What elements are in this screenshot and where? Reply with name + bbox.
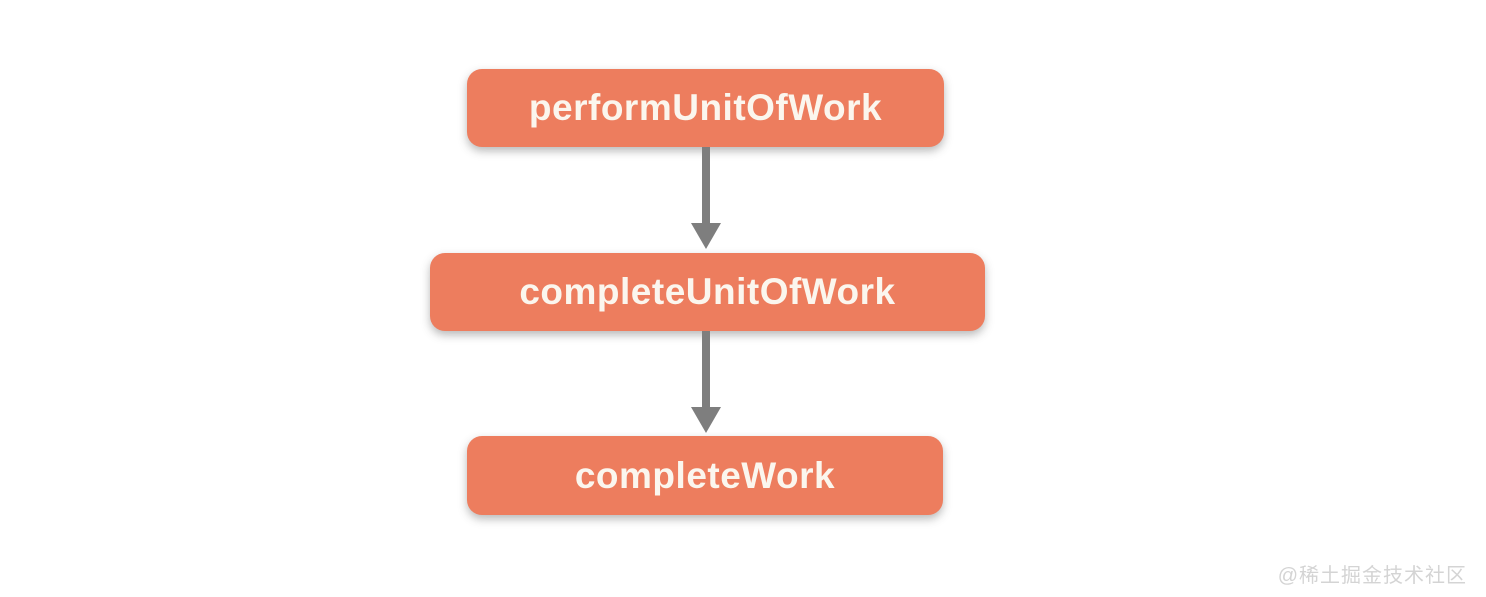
flow-node-complete-unit-of-work: completeUnitOfWork xyxy=(430,253,985,331)
watermark: @稀土掘金技术社区 xyxy=(1277,565,1467,587)
arrow-down-icon xyxy=(691,407,721,433)
node-label-complete-work: completeWork xyxy=(574,454,836,496)
arrow-shaft xyxy=(702,331,710,408)
flow-node-perform-unit-of-work: performUnitOfWork xyxy=(467,69,944,147)
node-label-perform-unit-of-work: performUnitOfWork xyxy=(528,87,883,128)
flow-arrow-2 xyxy=(691,331,721,433)
arrow-shaft xyxy=(702,147,710,224)
flow-node-complete-work: completeWork xyxy=(467,436,943,515)
arrow-down-icon xyxy=(691,223,721,249)
flow-arrow-1 xyxy=(691,147,721,249)
node-label-complete-unit-of-work: completeUnitOfWork xyxy=(519,271,896,312)
